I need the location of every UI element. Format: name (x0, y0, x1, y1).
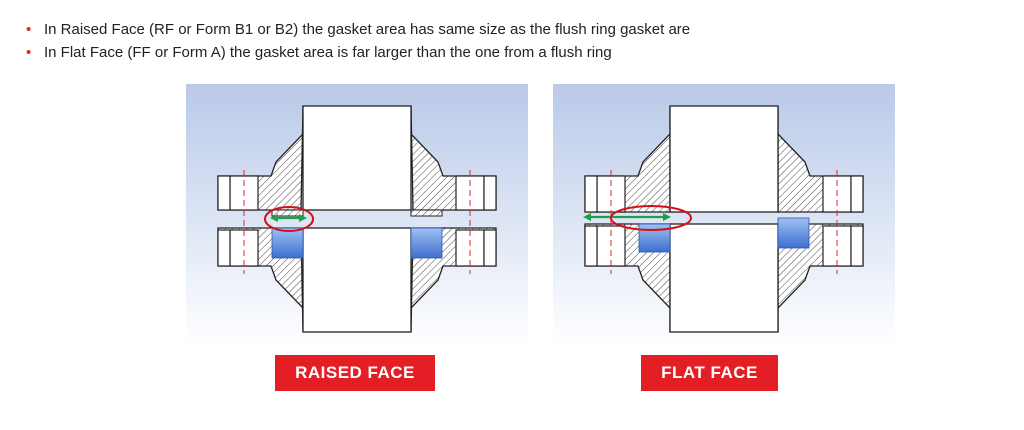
raised-face-step (271, 209, 304, 217)
raised-face-step (410, 209, 443, 217)
gasket-right (410, 227, 443, 259)
raised-face-drawing (186, 84, 528, 346)
raised-face-label: RAISED FACE (275, 355, 435, 391)
lower-bore (669, 223, 779, 333)
bullet-list: • In Raised Face (RF or Form B1 or B2) t… (26, 18, 690, 64)
flat-face-label: FLAT FACE (641, 355, 778, 391)
flat-face-drawing (553, 84, 895, 346)
gasket-left (271, 227, 304, 259)
raised-face-diagram (186, 84, 528, 346)
bullet-item-flat-face: • In Flat Face (FF or Form A) the gasket… (26, 41, 690, 64)
highlight-ellipse (610, 205, 692, 231)
bullet-text: In Flat Face (FF or Form A) the gasket a… (44, 44, 612, 61)
upper-bore (302, 105, 412, 211)
highlight-ellipse (264, 206, 314, 232)
flat-face-diagram (553, 84, 895, 346)
upper-bore (669, 105, 779, 213)
gasket-right (777, 217, 810, 249)
gasket-left (638, 223, 671, 253)
bullet-icon: • (26, 44, 32, 61)
lower-bore (302, 227, 412, 333)
bullet-item-raised-face: • In Raised Face (RF or Form B1 or B2) t… (26, 18, 690, 41)
bullet-icon: • (26, 21, 32, 38)
bullet-text: In Raised Face (RF or Form B1 or B2) the… (44, 21, 691, 38)
